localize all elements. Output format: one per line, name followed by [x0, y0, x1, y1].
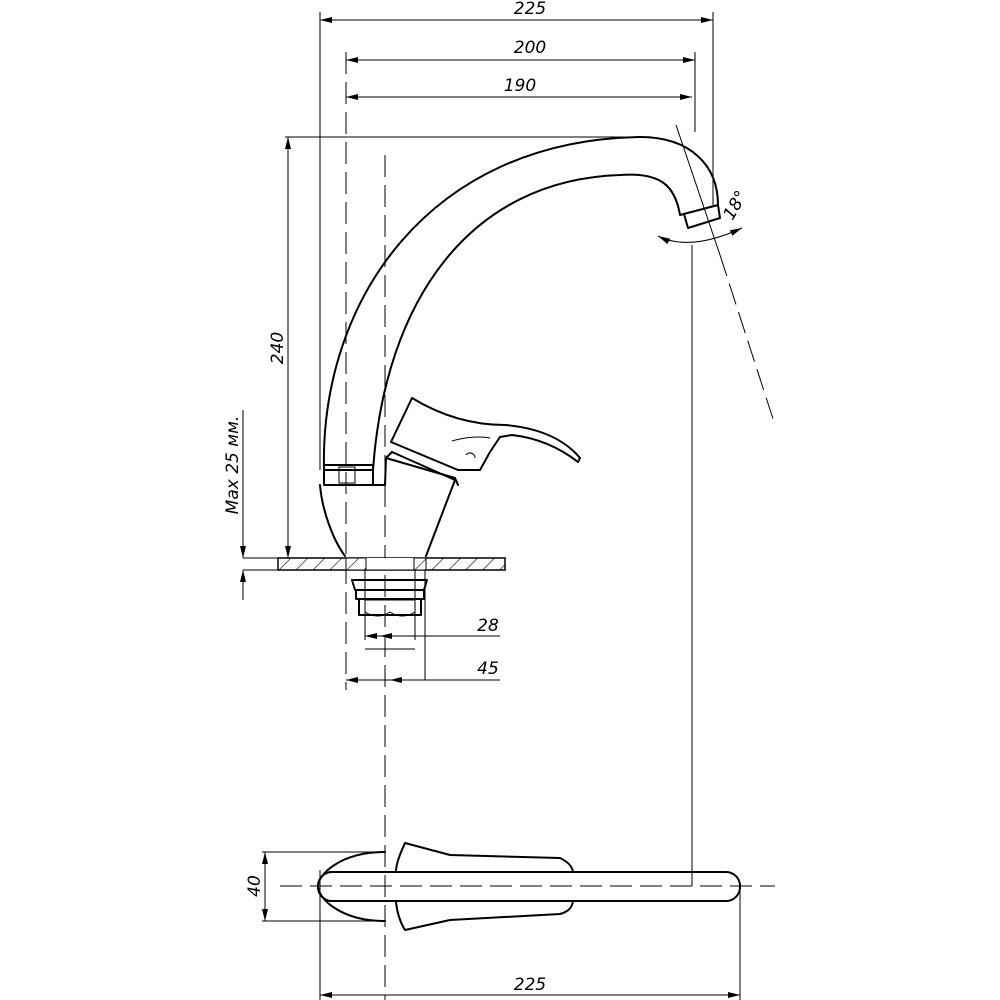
faucet-side-view — [319, 136, 721, 557]
faucet-body — [319, 451, 456, 557]
lever-handle — [390, 397, 581, 471]
mounting-fitting — [351, 569, 428, 617]
dim-200: 200 — [514, 38, 546, 58]
spout — [322, 136, 719, 471]
faucet-top-view — [280, 842, 775, 931]
dim-225-bottom: 225 — [514, 975, 546, 995]
dim-max-25mm: Max 25 мм. — [223, 416, 243, 515]
dim-18-deg: 18° — [719, 187, 751, 223]
dim-240: 240 — [268, 332, 288, 364]
dim-225-top: 225 — [514, 0, 546, 19]
dim-40: 40 — [245, 875, 265, 897]
dimension-lines — [240, 17, 743, 998]
extension-lines — [243, 12, 741, 1000]
dim-45: 45 — [477, 659, 499, 679]
dim-28: 28 — [477, 616, 499, 636]
lever-top — [395, 842, 574, 931]
dim-190: 190 — [504, 76, 536, 96]
